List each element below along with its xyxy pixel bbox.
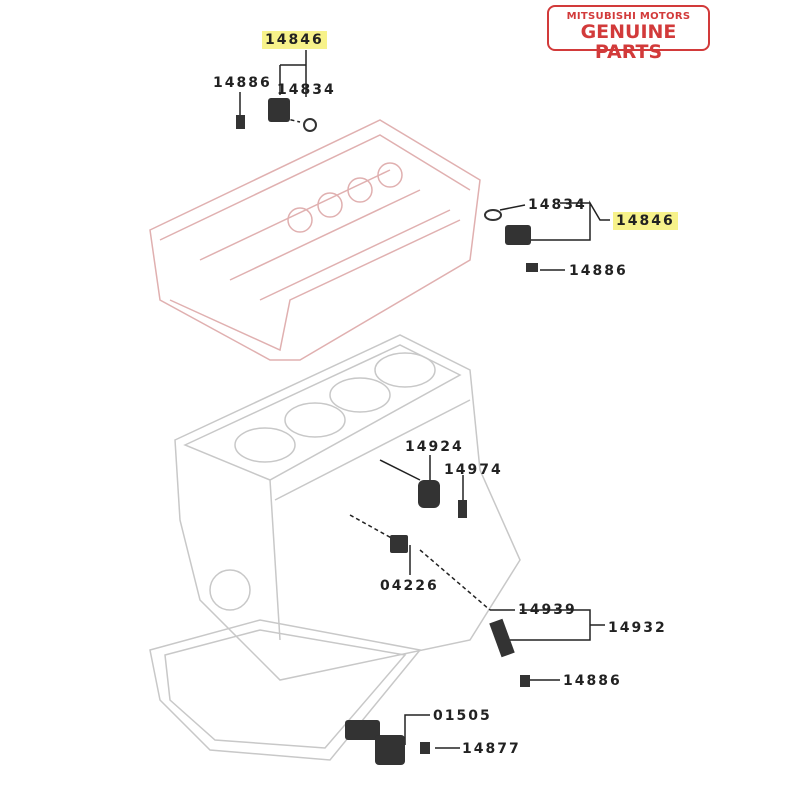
callout-oil-pressure-switch[interactable]: 04226 <box>380 578 439 594</box>
callout-knock-sensor[interactable]: 14924 <box>405 439 464 455</box>
callout-top-bolt[interactable]: 14886 <box>213 75 272 91</box>
right-cam-sensor <box>505 225 531 245</box>
oil-level-sensor-flange <box>375 735 405 765</box>
genuine-parts-logo: MITSUBISHI MOTORS GENUINE PARTS <box>547 5 710 62</box>
callout-right-assembly[interactable]: 14846 <box>613 212 678 230</box>
logo-line1: MITSUBISHI MOTORS <box>566 11 691 22</box>
callout-oil-level-sensor[interactable]: 01505 <box>433 708 492 724</box>
top-bolt <box>236 115 245 129</box>
oil-pan <box>149 619 422 761</box>
callout-crank-bolt[interactable]: 14886 <box>563 673 622 689</box>
callout-knock-bolt[interactable]: 14974 <box>444 462 503 478</box>
top-oring <box>303 118 317 132</box>
right-oring <box>484 209 502 221</box>
callout-right-bolt[interactable]: 14886 <box>569 263 628 279</box>
crank-sensor <box>489 618 515 658</box>
knock-bolt <box>458 500 467 518</box>
knock-sensor <box>418 480 440 508</box>
callout-crank-oring[interactable]: 14939 <box>518 602 577 618</box>
oil-level-sensor <box>345 720 380 740</box>
oil-pressure-switch <box>390 535 408 553</box>
oil-level-bolt <box>420 742 430 754</box>
callout-crank-assembly[interactable]: 14932 <box>608 620 667 636</box>
leader-lines <box>239 50 610 749</box>
callout-top-oring[interactable]: 14834 <box>277 82 336 98</box>
callout-top-assembly[interactable]: 14846 <box>262 31 327 49</box>
callout-oil-level-bolt[interactable]: 14877 <box>462 741 521 757</box>
crank-bolt <box>520 675 530 687</box>
parts <box>236 98 538 765</box>
cylinder-head <box>149 119 481 361</box>
logo-line2: GENUINE PARTS <box>580 21 677 63</box>
top-cam-sensor <box>268 98 290 122</box>
callout-right-oring[interactable]: 14834 <box>528 197 587 213</box>
cylinder-block <box>174 334 521 681</box>
right-bolt <box>526 263 538 272</box>
